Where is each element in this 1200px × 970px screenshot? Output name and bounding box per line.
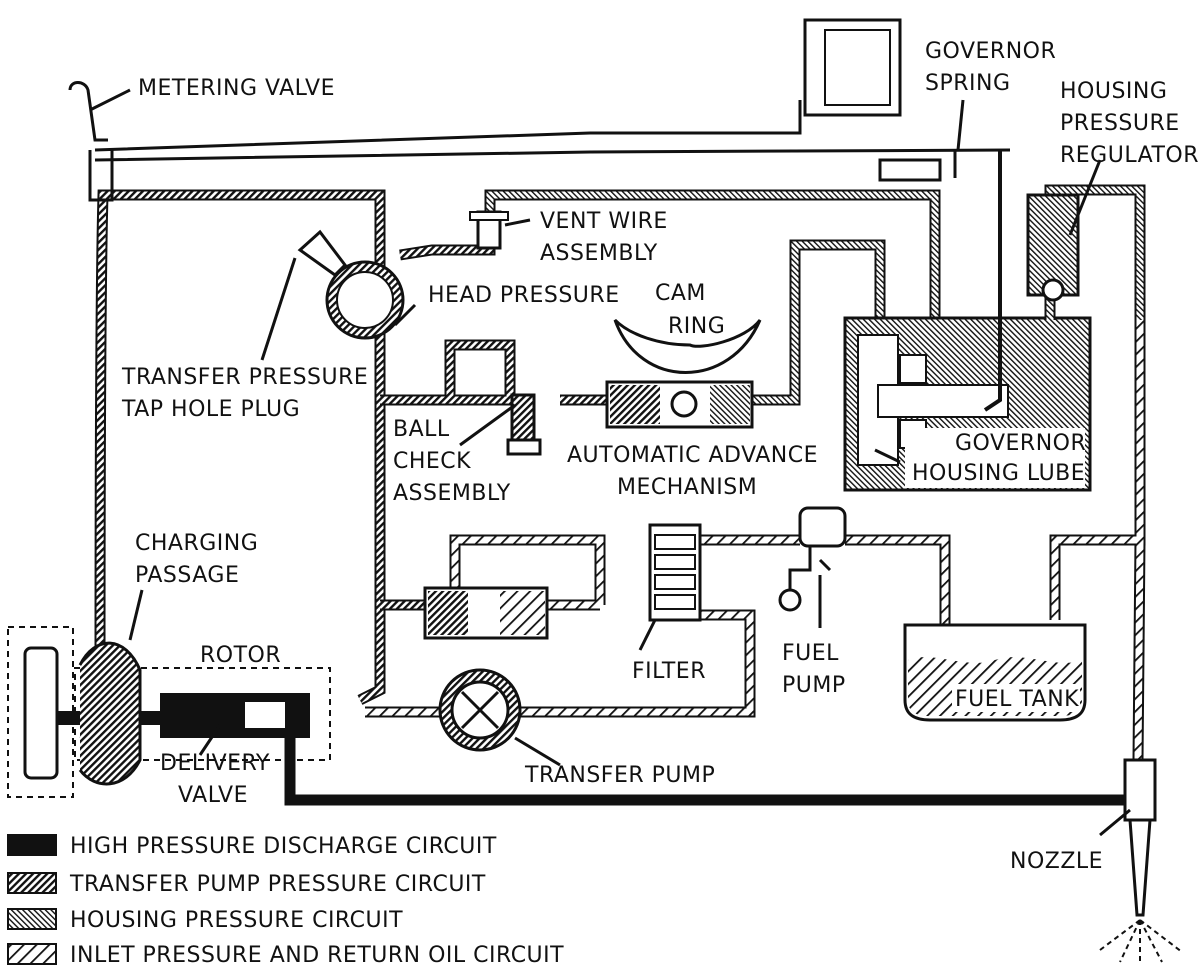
- housing-regulator-label-3: REGULATOR: [1060, 143, 1199, 168]
- governor-spring-label-2: SPRING: [925, 71, 1011, 96]
- inlet-return-circuit: [365, 320, 1146, 761]
- nozzle-label: NOZZLE: [1010, 849, 1103, 874]
- fuel-tank-label: FUEL TANK: [955, 687, 1079, 712]
- transfer-plug-label-1: TRANSFER PRESSURE: [121, 365, 368, 390]
- ball-check-label-3: ASSEMBLY: [393, 481, 511, 506]
- legend-label-housing-pressure: HOUSING PRESSURE CIRCUIT: [70, 908, 403, 933]
- fuel-pump-unit: [778, 506, 847, 612]
- governor-lube-label-bg: [905, 428, 1085, 488]
- ball-check-label-1: BALL: [393, 417, 450, 442]
- cam-ring-label-2: RING: [668, 314, 725, 339]
- legend: HIGH PRESSURE DISCHARGE CIRCUIT TRANSFER…: [7, 834, 564, 968]
- governor-linkage: [68, 18, 1011, 412]
- automatic-advance-mechanism: [605, 318, 762, 429]
- charging-label-1: CHARGING: [135, 531, 258, 556]
- rotor-assembly: [7, 626, 331, 798]
- filter-unit: [648, 523, 702, 622]
- transfer-pump-unit: [438, 668, 522, 752]
- metering-valve-label: METERING VALVE: [138, 76, 335, 101]
- fuel-pump-label-1: FUEL: [782, 641, 839, 666]
- cam-ring-label-1: CAM: [655, 281, 706, 306]
- governor-lube-label-1: GOVERNOR: [955, 431, 1086, 456]
- nozzle-unit: [1099, 758, 1183, 965]
- charging-label-2: PASSAGE: [135, 563, 239, 588]
- ball-check-label-2: CHECK: [393, 449, 471, 474]
- component-labels: METERING VALVE GOVERNOR SPRING HOUSING P…: [121, 39, 1199, 874]
- legend-label-high-pressure: HIGH PRESSURE DISCHARGE CIRCUIT: [70, 834, 497, 859]
- legend-swatch-transfer-pump: [7, 872, 57, 894]
- legend-swatch-high-pressure: [7, 834, 57, 856]
- vent-wire-label-1: VENT WIRE: [540, 209, 668, 234]
- delivery-valve-label-1: DELIVERY: [160, 751, 270, 776]
- head-pressure-label: HEAD PRESSURE: [428, 283, 620, 308]
- legend-swatch-housing-pressure: [7, 908, 57, 930]
- delivery-valve-body: [160, 693, 310, 738]
- fuel-tank-label-bg: [952, 684, 1080, 712]
- legend-label-transfer-pump: TRANSFER PUMP PRESSURE CIRCUIT: [69, 872, 486, 897]
- governor-lube-label-2: HOUSING LUBE: [912, 461, 1085, 486]
- legend-label-inlet-return: INLET PRESSURE AND RETURN OIL CIRCUIT: [70, 943, 564, 968]
- pressure-regulating-valve: [423, 586, 549, 640]
- advance-label-1: AUTOMATIC ADVANCE: [567, 443, 818, 468]
- delivery-valve-label-2: VALVE: [178, 783, 248, 808]
- ball-check-assembly: [506, 393, 542, 456]
- filter-label: FILTER: [632, 659, 706, 684]
- advance-label-2: MECHANISM: [617, 475, 757, 500]
- housing-regulator-label-1: HOUSING: [1060, 79, 1167, 104]
- rotor-label: ROTOR: [200, 643, 281, 668]
- fuel-pump-label-2: PUMP: [782, 673, 846, 698]
- leader-arrows: [89, 88, 1131, 837]
- vent-wire-assembly: [469, 210, 509, 250]
- transfer-plug-label-2: TAP HOLE PLUG: [121, 397, 300, 422]
- transfer-pump-label: TRANSFER PUMP: [524, 763, 715, 788]
- head-pressure-chamber: [297, 229, 405, 340]
- high-pressure-circuit: [40, 687, 1125, 806]
- housing-pressure-regulator: [1026, 193, 1080, 302]
- governor-spring-label-1: GOVERNOR: [925, 39, 1056, 64]
- legend-swatch-inlet-return: [7, 943, 57, 965]
- vent-wire-label-2: ASSEMBLY: [540, 241, 658, 266]
- housing-regulator-label-2: PRESSURE: [1060, 111, 1180, 136]
